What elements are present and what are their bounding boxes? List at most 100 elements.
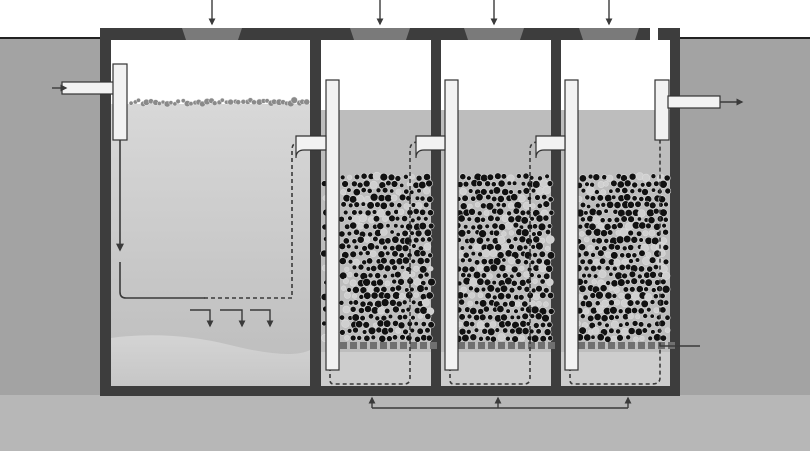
media-pebble — [498, 263, 507, 272]
media-pebble — [506, 210, 512, 217]
media-pebble — [600, 229, 608, 238]
scum-bubble — [212, 100, 218, 106]
plate-slot — [478, 342, 485, 349]
media-pebble — [600, 314, 609, 323]
media-pebble — [518, 194, 526, 203]
media-pebble — [481, 327, 489, 335]
media-pebble — [468, 188, 474, 194]
media-pebble — [516, 285, 523, 292]
media-pebble — [399, 264, 405, 270]
media-pebble — [392, 319, 399, 327]
media-pebble — [604, 194, 613, 203]
media-pebble — [601, 174, 608, 181]
media-pebble — [478, 229, 487, 238]
media-pebble — [637, 307, 645, 315]
media-pebble — [634, 327, 643, 336]
transfer-pipe-1-elbow — [295, 135, 327, 159]
plate-slot — [528, 342, 535, 349]
plate-slot — [638, 342, 645, 349]
media-pebble — [388, 258, 397, 266]
media-pebble — [394, 284, 402, 292]
media-pebble — [594, 245, 600, 251]
media-pebble — [584, 181, 590, 187]
media-pebble — [360, 187, 367, 194]
media-pebble — [389, 229, 395, 235]
media-pebble — [635, 314, 641, 320]
media-pebble — [339, 329, 346, 336]
media-pebble — [467, 300, 474, 307]
media-pebble — [474, 300, 480, 306]
media-pebble — [459, 202, 468, 210]
media-pebble — [585, 186, 595, 195]
plate-slot — [588, 342, 595, 349]
media-pebble — [351, 313, 360, 322]
media-pebble — [627, 244, 635, 251]
media-pebble — [588, 222, 597, 231]
media-pebble — [583, 236, 590, 243]
media-pebble — [505, 308, 511, 314]
media-pebble — [338, 230, 346, 238]
media-pebble — [494, 286, 502, 294]
media-pebble — [459, 187, 467, 195]
media-pebble — [395, 232, 401, 238]
media-pebble — [652, 293, 659, 300]
plate-slot — [400, 342, 407, 349]
transfer-pipe-2-elbow — [415, 135, 446, 159]
media-pebble — [460, 286, 467, 293]
media-pebble — [578, 326, 587, 335]
media-pebble — [584, 194, 591, 201]
plate-slot — [458, 342, 465, 349]
media-pebble — [545, 264, 554, 273]
media-pebble — [599, 217, 606, 224]
pipes — [61, 63, 721, 371]
media-pebble — [389, 286, 396, 293]
media-pebble — [480, 272, 488, 279]
media-pebble — [367, 326, 377, 335]
media-pebble — [491, 294, 498, 301]
media-pebble — [468, 292, 476, 299]
media-pebble — [410, 202, 417, 208]
media-pebble — [409, 286, 415, 293]
media-pebble — [480, 258, 488, 266]
media-pebble — [519, 319, 528, 328]
media-pebble — [604, 251, 612, 258]
media-pebble — [482, 265, 491, 273]
media-pebble — [642, 230, 649, 237]
media-pebble — [356, 194, 365, 203]
media-pebble — [578, 243, 586, 252]
vent-gap — [650, 28, 658, 40]
media-pebble — [626, 299, 635, 307]
plate-slot — [380, 342, 387, 349]
media-pebble — [386, 335, 393, 342]
media-pebble — [474, 259, 481, 266]
media-pebble — [411, 299, 417, 305]
media-pebble — [377, 250, 386, 259]
scum-bubble — [235, 99, 241, 105]
media-pebble — [343, 291, 351, 299]
media-pebble — [507, 215, 516, 224]
media-pebble — [636, 273, 643, 280]
media-pebble — [494, 243, 502, 252]
media-pebble — [416, 188, 422, 194]
media-pebble — [484, 223, 490, 230]
access-cover-1 — [182, 28, 242, 40]
media-pebble — [659, 264, 668, 273]
media-pebble — [536, 187, 544, 195]
media-pebble — [341, 180, 349, 188]
media-pebble — [342, 305, 351, 314]
media-pebble — [377, 194, 386, 202]
media-pebble — [359, 286, 368, 295]
media-pebble — [353, 174, 360, 181]
media-pebble — [623, 179, 632, 188]
media-pebble — [480, 188, 488, 196]
media-pebble — [357, 263, 365, 271]
media-pebble — [364, 209, 372, 217]
media-pebble — [490, 181, 497, 188]
media-pebble — [495, 202, 502, 208]
media-pebble — [351, 264, 358, 271]
media-pebble — [650, 287, 657, 293]
plate-slot — [628, 342, 635, 349]
media-pebble — [538, 250, 546, 258]
media-pebble — [462, 251, 470, 259]
